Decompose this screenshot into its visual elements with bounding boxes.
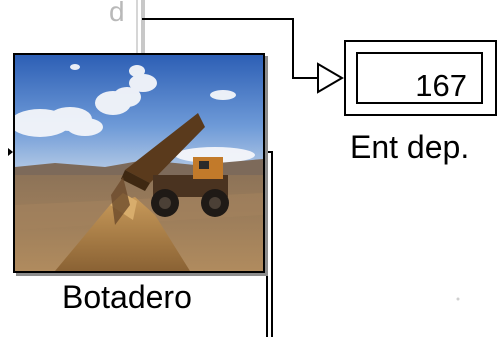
signal-line-to-display[interactable] [142, 18, 318, 79]
subsystem-block-label: Botadero [62, 279, 192, 315]
subsystem-block-botadero[interactable] [13, 53, 265, 273]
mining-truck-image [15, 55, 263, 271]
input-arrow-icon [317, 62, 344, 94]
stray-dot [456, 297, 460, 301]
display-block-label: Ent dep. [350, 129, 470, 165]
display-block[interactable]: 167 [344, 40, 497, 116]
input-port-icon [8, 148, 13, 156]
dump-truck-shape [121, 113, 229, 217]
port-label: d [109, 0, 125, 27]
display-value: 167 [415, 68, 467, 103]
display-value-field: 167 [356, 52, 483, 104]
